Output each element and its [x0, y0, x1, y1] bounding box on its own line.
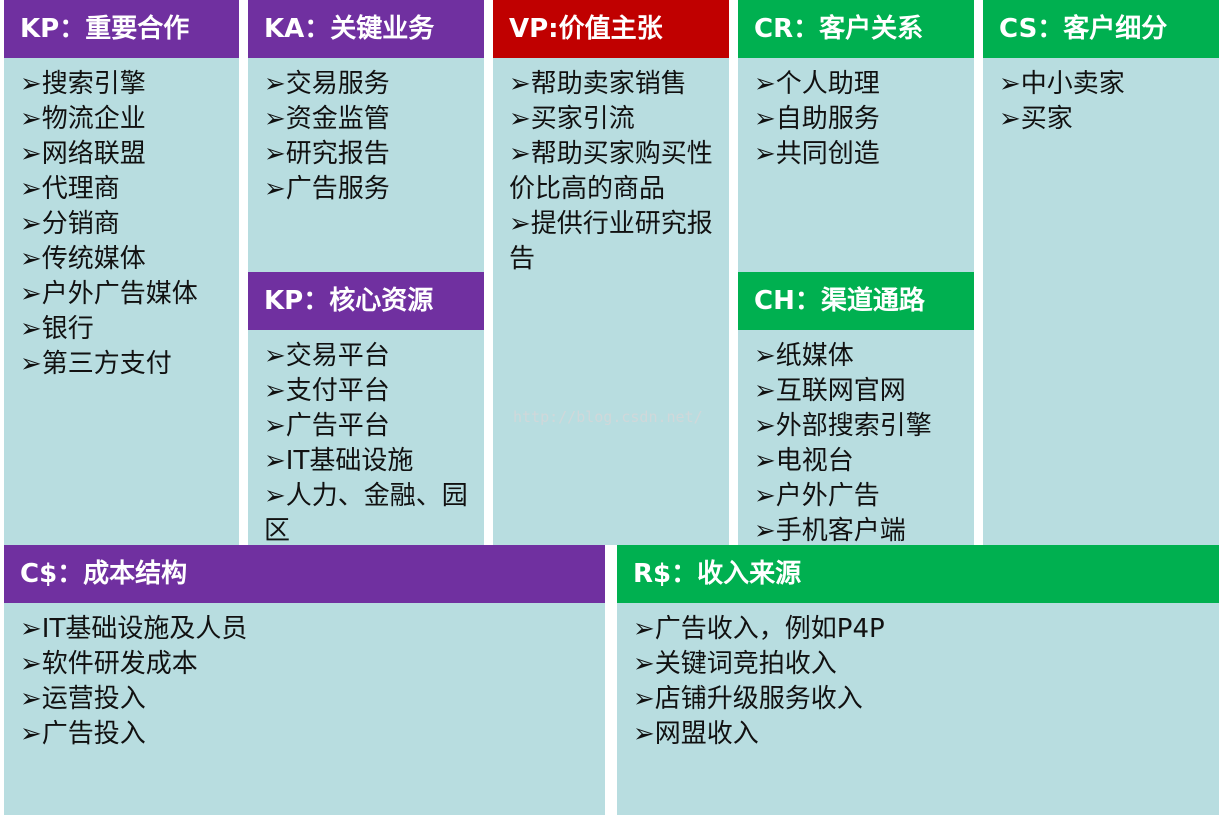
ka-activities-list: 交易服务资金监管研究报告广告服务: [248, 67, 484, 207]
ch-channels-list: 纸媒体互联网官网外部搜索引擎电视台户外广告手机客户端: [738, 339, 974, 545]
list-item: IT基础设施: [264, 444, 478, 479]
revenue-streams-block: R$：收入来源 广告收入，例如P4P关键词竞拍收入店铺升级服务收入网盟收入: [617, 545, 1219, 815]
list-item: 资金监管: [264, 102, 478, 137]
cr-relationships-title: CR：客户关系: [738, 0, 974, 58]
list-item: 网络联盟: [20, 137, 233, 172]
cost-structure-title: C$：成本结构: [4, 545, 605, 603]
list-item: 第三方支付: [20, 347, 233, 382]
list-item: 广告服务: [264, 172, 478, 207]
ka-activities-title: KA：关键业务: [248, 0, 484, 58]
list-item: 户外广告: [754, 479, 968, 514]
list-item: 交易平台: [264, 339, 478, 374]
kp-partners-list: 搜索引擎物流企业网络联盟代理商分销商传统媒体户外广告媒体银行第三方支付: [4, 67, 239, 382]
list-item: 关键词竞拍收入: [633, 647, 1213, 682]
list-item: 买家引流: [509, 102, 723, 137]
list-item: 银行: [20, 312, 233, 347]
revenue-streams-list: 广告收入，例如P4P关键词竞拍收入店铺升级服务收入网盟收入: [617, 612, 1219, 752]
cost-structure-list: IT基础设施及人员软件研发成本运营投入广告投入: [4, 612, 605, 752]
list-item: 自助服务: [754, 102, 968, 137]
list-item: 纸媒体: [754, 339, 968, 374]
cost-structure-block: C$：成本结构 IT基础设施及人员软件研发成本运营投入广告投入: [4, 545, 605, 815]
list-item: 代理商: [20, 172, 233, 207]
kr-resources-title: KP：核心资源: [248, 272, 484, 330]
list-item: 中小卖家: [999, 67, 1213, 102]
list-item: 软件研发成本: [20, 647, 599, 682]
cs-segments-block: CS：客户细分 中小卖家买家: [983, 0, 1219, 545]
list-item: 个人助理: [754, 67, 968, 102]
list-item: 户外广告媒体: [20, 277, 233, 312]
list-item: 共同创造: [754, 137, 968, 172]
cs-segments-list: 中小卖家买家: [983, 67, 1219, 137]
list-item: 搜索引擎: [20, 67, 233, 102]
revenue-streams-title: R$：收入来源: [617, 545, 1219, 603]
ch-channels-block: CH：渠道通路 纸媒体互联网官网外部搜索引擎电视台户外广告手机客户端: [738, 272, 974, 545]
list-item: 交易服务: [264, 67, 478, 102]
list-item: 物流企业: [20, 102, 233, 137]
vp-value-block: VP:价值主张 帮助卖家销售买家引流帮助买家购买性价比高的商品提供行业研究报告: [493, 0, 729, 545]
cr-relationships-list: 个人助理自助服务共同创造: [738, 67, 974, 172]
kp-partners-title: KP：重要合作: [4, 0, 239, 58]
cr-relationships-block: CR：客户关系 个人助理自助服务共同创造: [738, 0, 974, 272]
list-item: 帮助卖家销售: [509, 67, 723, 102]
list-item: 电视台: [754, 444, 968, 479]
vp-value-list: 帮助卖家销售买家引流帮助买家购买性价比高的商品提供行业研究报告: [493, 67, 729, 277]
list-item: 互联网官网: [754, 374, 968, 409]
kp-partners-block: KP：重要合作 搜索引擎物流企业网络联盟代理商分销商传统媒体户外广告媒体银行第三…: [4, 0, 239, 545]
list-item: 研究报告: [264, 137, 478, 172]
list-item: 分销商: [20, 207, 233, 242]
list-item: 店铺升级服务收入: [633, 682, 1213, 717]
watermark-text: http://blog.csdn.net/: [513, 408, 703, 426]
list-item: 广告平台: [264, 409, 478, 444]
list-item: IT基础设施及人员: [20, 612, 599, 647]
kr-resources-list: 交易平台支付平台广告平台IT基础设施人力、金融、园区: [248, 339, 484, 545]
list-item: 传统媒体: [20, 242, 233, 277]
list-item: 运营投入: [20, 682, 599, 717]
ka-activities-block: KA：关键业务 交易服务资金监管研究报告广告服务: [248, 0, 484, 272]
list-item: 广告投入: [20, 717, 599, 752]
cs-segments-title: CS：客户细分: [983, 0, 1219, 58]
vp-value-title: VP:价值主张: [493, 0, 729, 58]
list-item: 人力、金融、园区: [264, 479, 478, 545]
list-item: 手机客户端: [754, 514, 968, 545]
list-item: 支付平台: [264, 374, 478, 409]
ch-channels-title: CH：渠道通路: [738, 272, 974, 330]
list-item: 外部搜索引擎: [754, 409, 968, 444]
list-item: 广告收入，例如P4P: [633, 612, 1213, 647]
list-item: 帮助买家购买性价比高的商品: [509, 137, 723, 207]
list-item: 网盟收入: [633, 717, 1213, 752]
list-item: 买家: [999, 102, 1213, 137]
list-item: 提供行业研究报告: [509, 207, 723, 277]
kr-resources-block: KP：核心资源 交易平台支付平台广告平台IT基础设施人力、金融、园区: [248, 272, 484, 545]
